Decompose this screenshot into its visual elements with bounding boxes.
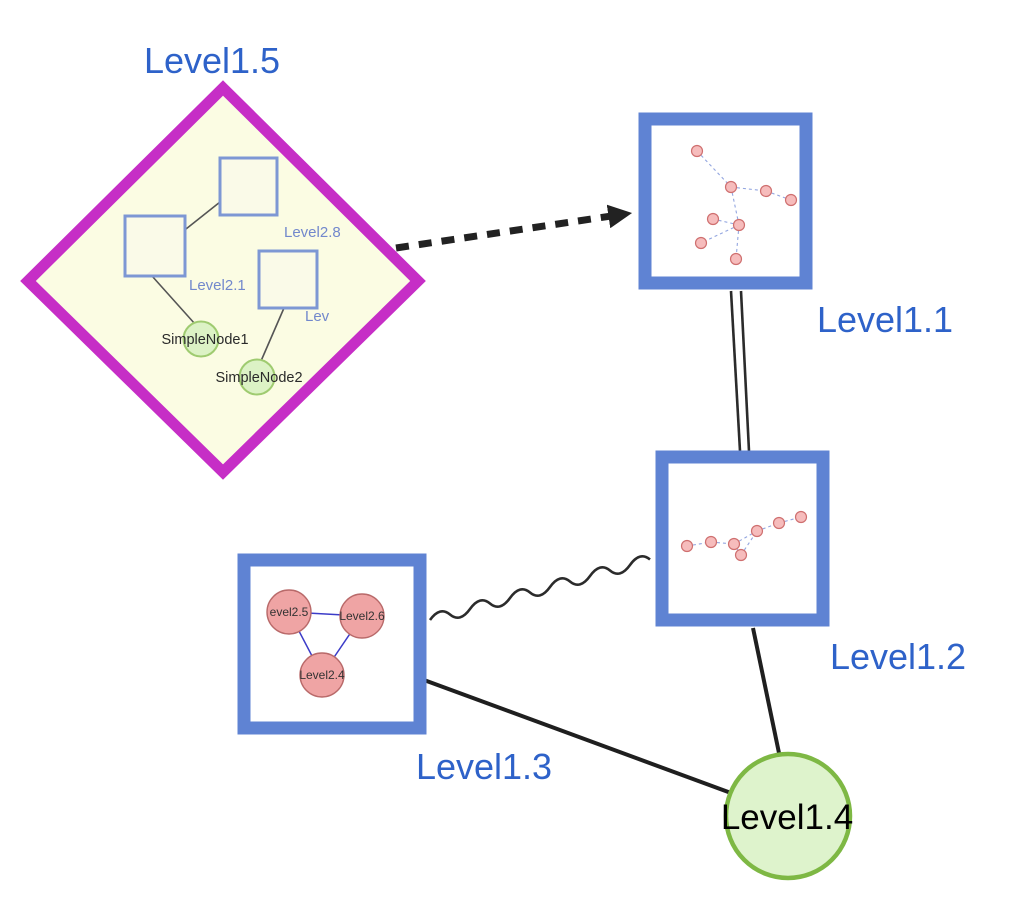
mini-node[interactable] (784, 193, 798, 207)
mini-node[interactable] (772, 516, 786, 530)
node-lev-label: Lev (305, 308, 330, 325)
node-level21[interactable] (123, 214, 187, 278)
mini-edge (712, 218, 740, 226)
node-simplenode2[interactable] (238, 358, 276, 396)
node-simplenode1-label: SimpleNode1 (161, 332, 248, 348)
mini-node[interactable] (680, 539, 694, 553)
mini-node[interactable] (759, 184, 773, 198)
mini-edge (700, 224, 740, 244)
mini-node[interactable] (690, 144, 704, 158)
mini-node[interactable] (794, 510, 808, 524)
node-level25[interactable] (266, 589, 312, 635)
mini-node[interactable] (734, 548, 748, 562)
node-level24-label: Level2.4 (299, 668, 345, 682)
level12-mini-nodes (680, 510, 808, 562)
mini-node[interactable] (727, 537, 741, 551)
edge-parallel-line-2[interactable] (739, 290, 751, 452)
mini-node[interactable] (706, 212, 720, 226)
node-level12-frame[interactable] (655, 450, 830, 627)
node-simplenode1[interactable] (182, 320, 220, 358)
mini-node[interactable] (704, 535, 718, 549)
mini-edge (730, 186, 740, 226)
edge-level12-to-level14[interactable] (751, 627, 781, 754)
mini-node[interactable] (732, 218, 746, 232)
node-level11[interactable] (638, 112, 813, 290)
node-level13-label: Level1.3 (416, 746, 552, 787)
node-level26[interactable] (339, 593, 385, 639)
node-level26-label: Level2.6 (339, 609, 385, 623)
edge-level11-to-level12[interactable] (729, 290, 751, 452)
node-level12[interactable] (655, 450, 830, 627)
mini-edge (765, 190, 792, 201)
node-level28-label: Level2.8 (284, 224, 341, 241)
edge-level13-to-level12[interactable] (428, 555, 651, 621)
mini-node[interactable] (694, 236, 708, 250)
node-level25-label: evel2.5 (270, 605, 309, 619)
inner-edge-level21-level28 (185, 201, 221, 230)
edge-level13-to-level14[interactable] (423, 678, 732, 795)
node-level24[interactable] (299, 652, 345, 698)
inner-edge-level21-simplenode1 (151, 275, 196, 325)
inner-edge-lev-simplenode2 (260, 307, 285, 362)
diamond-shape[interactable] (20, 80, 426, 480)
edge-parallel-line-1[interactable] (729, 290, 742, 452)
node-level21-label: Level2.1 (189, 277, 246, 294)
node-level11-label: Level1.1 (817, 299, 953, 340)
node-level14-label: Level1.4 (721, 798, 853, 837)
node-lev[interactable] (257, 249, 319, 310)
node-level15-label: Level1.5 (144, 40, 280, 81)
mini-node[interactable] (729, 252, 743, 266)
mini-node[interactable] (750, 524, 764, 538)
mini-edge (696, 150, 732, 188)
node-simplenode2-label: SimpleNode2 (215, 370, 302, 386)
node-level13[interactable]: evel2.5 Level2.6 Level2.4 (237, 553, 427, 735)
node-level11-frame[interactable] (638, 112, 813, 290)
node-level14-shape[interactable] (723, 751, 853, 881)
node-level12-label: Level1.2 (830, 636, 966, 677)
mini-node[interactable] (724, 180, 738, 194)
node-level14[interactable]: Level1.4 (721, 751, 853, 881)
edge-level15-to-level11[interactable] (395, 204, 633, 252)
node-level28[interactable] (218, 156, 279, 217)
level11-mini-nodes (690, 144, 798, 266)
level11-minigraph (696, 150, 792, 260)
node-level15[interactable]: Level2.8 Level2.1 Lev SimpleNode1 Simple… (20, 80, 426, 480)
node-level13-frame[interactable] (237, 553, 427, 735)
mini-edge (733, 530, 758, 545)
